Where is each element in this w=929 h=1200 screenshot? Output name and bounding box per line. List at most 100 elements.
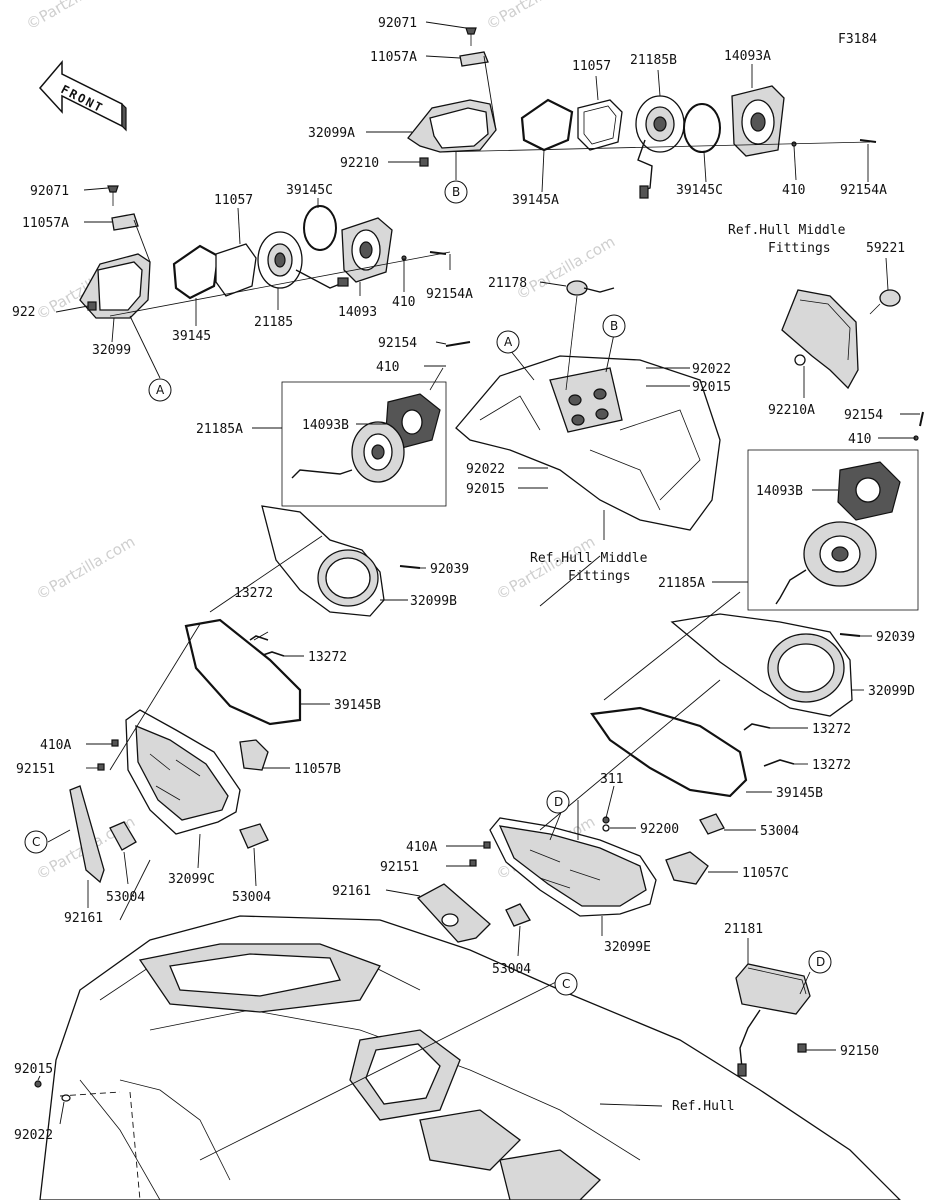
callout-a (148, 378, 172, 402)
part-label-21185A-right: 21185A (658, 576, 705, 591)
part-label-92022-bottom: 92022 (14, 1128, 53, 1143)
part-label-410A-right: 410A (406, 840, 437, 855)
part-label-92200: 92200 (640, 822, 679, 837)
part-label-39145C-left: 39145C (286, 183, 333, 198)
part-label-410-top: 410 (782, 183, 805, 198)
part-label-92015-mid1: 92015 (692, 380, 731, 395)
part-label-32099C: 32099C (168, 872, 215, 887)
ref-hull-middle-bracket (781, 289, 901, 390)
part-label-13272-d: 13272 (812, 758, 851, 773)
speaker-21185A-left (281, 341, 471, 507)
callout-a-text: A (156, 383, 165, 397)
part-label-32099D: 32099D (868, 684, 915, 699)
part-label-53004-b: 53004 (232, 890, 271, 905)
part-label-11057B: 11057B (294, 762, 341, 777)
part-label-92022-mid1: 92022 (692, 362, 731, 377)
part-label-13272-a: 13272 (234, 586, 273, 601)
part-label-39145C-top: 39145C (676, 183, 723, 198)
part-label-32099B: 32099B (410, 594, 457, 609)
ref-hull-middle-2-line1: Ref.Hull Middle (530, 551, 648, 566)
part-label-11057-top: 11057 (572, 59, 611, 74)
part-label-14093B-right: 14093B (756, 484, 803, 499)
part-label-92015-mid2: 92015 (466, 482, 505, 497)
housing-32099D (590, 613, 861, 798)
speaker-21185A-right (747, 411, 924, 611)
callout-b-center-text: B (610, 319, 618, 333)
ref-hull-middle-1-line1: Ref.Hull Middle (728, 223, 846, 238)
part-label-11057A-left: 11057A (22, 216, 69, 231)
part-label-92210-top: 92210 (340, 156, 379, 171)
part-label-14093A: 14093A (724, 49, 771, 64)
part-label-53004-c: 53004 (760, 824, 799, 839)
callout-circles: B A A B C C D D (24, 180, 832, 996)
part-label-92039-left: 92039 (430, 562, 469, 577)
part-label-92154-right: 92154 (844, 408, 883, 423)
part-label-92151-right: 92151 (380, 860, 419, 875)
part-label-53004-d: 53004 (492, 962, 531, 977)
part-label-92210A: 92210A (768, 403, 815, 418)
part-label-92022-mid2: 92022 (466, 462, 505, 477)
callout-c-text: C (32, 835, 40, 849)
part-labels: 92071 11057A 32099A 92210 11057 21185B 1… (12, 16, 915, 1143)
frame-32099E (416, 813, 725, 943)
callout-b (444, 180, 468, 204)
part-label-92154-mid: 92154 (378, 336, 417, 351)
callout-a-center-text: A (504, 335, 513, 349)
part-label-410A-left: 410A (40, 738, 71, 753)
part-label-11057C: 11057C (742, 866, 789, 881)
part-label-53004-a: 53004 (106, 890, 145, 905)
part-label-21185B: 21185B (630, 53, 677, 68)
callout-b-text: B (452, 185, 460, 199)
hull-middle-center (455, 280, 721, 531)
part-label-14093B-mid: 14093B (302, 418, 349, 433)
reference-labels: Ref.Hull Middle Fittings Ref.Hull Middle… (530, 223, 846, 1114)
callout-b-center (602, 314, 626, 338)
part-label-39145B-right: 39145B (776, 786, 823, 801)
ref-hull: Ref.Hull (672, 1099, 735, 1114)
part-label-11057A-top: 11057A (370, 50, 417, 65)
frame-32099C (69, 709, 269, 884)
part-label-21181: 21181 (724, 922, 763, 937)
callout-d (546, 790, 570, 814)
part-label-92071-left: 92071 (30, 184, 69, 199)
part-label-39145A: 39145A (512, 193, 559, 208)
watermark-text: ©Partzilla.com (23, 0, 128, 33)
part-label-21185A-mid: 21185A (196, 422, 243, 437)
ref-hull-middle-1-line2: Fittings (768, 241, 831, 256)
leader-lines (37, 21, 920, 1125)
part-label-311: 311 (600, 772, 623, 787)
watermark-text: ©Partzilla.com (483, 0, 588, 33)
hull-bottom (34, 915, 901, 1200)
ref-hull-middle-2-line2: Fittings (568, 569, 631, 584)
part-label-410-left: 410 (392, 295, 415, 310)
part-label-13272-b: 13272 (308, 650, 347, 665)
part-label-922-left: 922 (12, 305, 35, 320)
part-label-92161-left: 92161 (64, 911, 103, 926)
housing-32099B (184, 505, 421, 726)
part-label-13272-c: 13272 (812, 722, 851, 737)
callout-d-text: D (554, 795, 563, 809)
part-label-32099A: 32099A (308, 126, 355, 141)
part-label-14093: 14093 (338, 305, 377, 320)
part-label-92151-left: 92151 (16, 762, 55, 777)
speaker-assembly-left (79, 185, 451, 319)
watermark-text: ©Partzilla.com (493, 532, 598, 603)
part-label-410-mid: 410 (376, 360, 399, 375)
part-label-92039-right: 92039 (876, 630, 915, 645)
part-label-92150: 92150 (840, 1044, 879, 1059)
callout-c (24, 830, 48, 854)
speaker-assembly-top (407, 27, 877, 199)
part-label-92071-top: 92071 (378, 16, 417, 31)
part-label-59221: 59221 (866, 241, 905, 256)
callout-c-hull (554, 972, 578, 996)
figure-code: F3184 (838, 32, 877, 47)
part-label-39145B-left: 39145B (334, 698, 381, 713)
part-label-32099: 32099 (92, 343, 131, 358)
callout-c-hull-text: C (562, 977, 570, 991)
part-label-410-right: 410 (848, 432, 871, 447)
part-label-32099E: 32099E (604, 940, 651, 955)
part-label-21178: 21178 (488, 276, 527, 291)
part-label-92154A-left: 92154A (426, 287, 473, 302)
callout-a-center (496, 330, 520, 354)
